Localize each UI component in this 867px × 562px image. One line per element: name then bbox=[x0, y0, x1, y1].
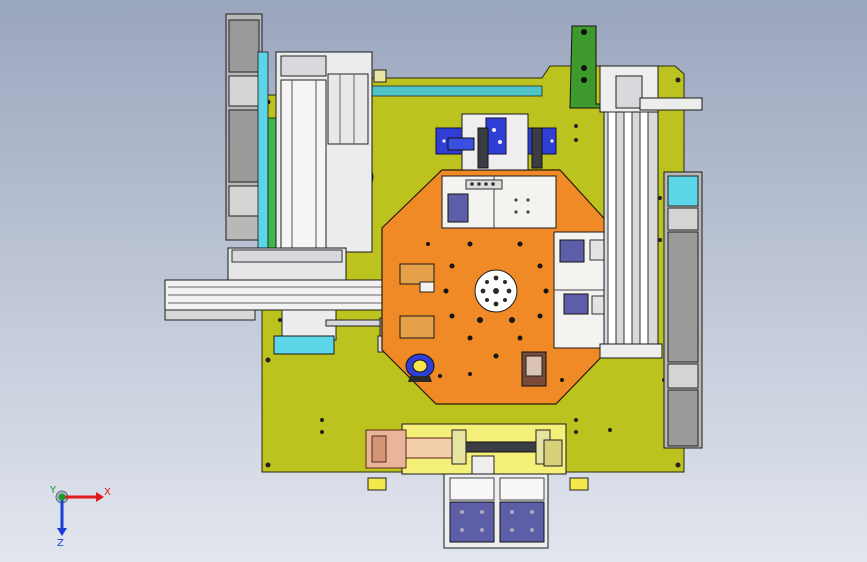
mount-bracket-right bbox=[569, 477, 589, 491]
left-cover-block bbox=[228, 75, 260, 107]
fixture-right-cavity-2 bbox=[563, 293, 589, 315]
right-cover-middle bbox=[667, 231, 699, 363]
z-axis-label: Z bbox=[57, 538, 64, 549]
right-cover-cyan-cap bbox=[667, 175, 699, 207]
fixture-top-connector bbox=[465, 179, 503, 190]
x-axis-label: X bbox=[104, 487, 111, 498]
lower-cyan-block bbox=[273, 335, 335, 355]
gripper-cylinder bbox=[405, 437, 455, 459]
tray-pocket-left bbox=[449, 501, 495, 543]
rail-end-block bbox=[164, 309, 256, 321]
tray-lid-left bbox=[449, 477, 495, 501]
left-green-strip bbox=[267, 117, 277, 249]
mount-bracket-left bbox=[367, 477, 387, 491]
right-cover-block-lower bbox=[667, 363, 699, 389]
fixture-bottom-insert bbox=[525, 355, 543, 377]
left-cover-middle bbox=[228, 109, 260, 183]
tray-lid-right bbox=[499, 477, 545, 501]
vertical-axis-rail bbox=[280, 79, 327, 249]
fixture-left-2 bbox=[399, 315, 435, 339]
top-module-side-block bbox=[447, 137, 475, 151]
top-gripper-finger-left bbox=[477, 127, 489, 169]
right-cover-block-upper bbox=[667, 207, 699, 231]
left-cover-lower bbox=[228, 185, 260, 217]
screw-motor-coupler bbox=[543, 439, 563, 467]
axis-end-stop bbox=[373, 69, 387, 83]
tray-pocket-right bbox=[499, 501, 545, 543]
blue-rotary-base bbox=[408, 376, 432, 382]
fixture-top-cavity bbox=[447, 193, 469, 223]
carriage-plate bbox=[231, 249, 343, 263]
right-linear-rails bbox=[599, 111, 663, 359]
pickup-arm bbox=[639, 97, 703, 111]
fixture-right-cavity-1 bbox=[559, 239, 585, 263]
screw-bearing-left bbox=[451, 429, 467, 465]
top-cyan-strip bbox=[371, 85, 543, 97]
screw-nut-block bbox=[471, 455, 495, 475]
axis-triad: X Y Z bbox=[49, 485, 111, 549]
vertical-axis-cap bbox=[280, 55, 327, 77]
top-gripper-finger-right bbox=[531, 127, 543, 169]
left-cover-upper bbox=[228, 19, 260, 73]
top-module-center bbox=[485, 117, 507, 155]
fixture-left bbox=[399, 263, 435, 285]
hub-bolts bbox=[480, 275, 512, 307]
left-cyan-strip bbox=[257, 51, 269, 253]
vertical-axis-motor bbox=[327, 73, 369, 145]
pickup-head-body bbox=[615, 75, 643, 109]
right-cover-lower bbox=[667, 389, 699, 447]
copper-gripper-jaw bbox=[371, 435, 387, 463]
fixture-left-clamp bbox=[419, 281, 435, 293]
y-axis-label: Y bbox=[49, 485, 57, 496]
